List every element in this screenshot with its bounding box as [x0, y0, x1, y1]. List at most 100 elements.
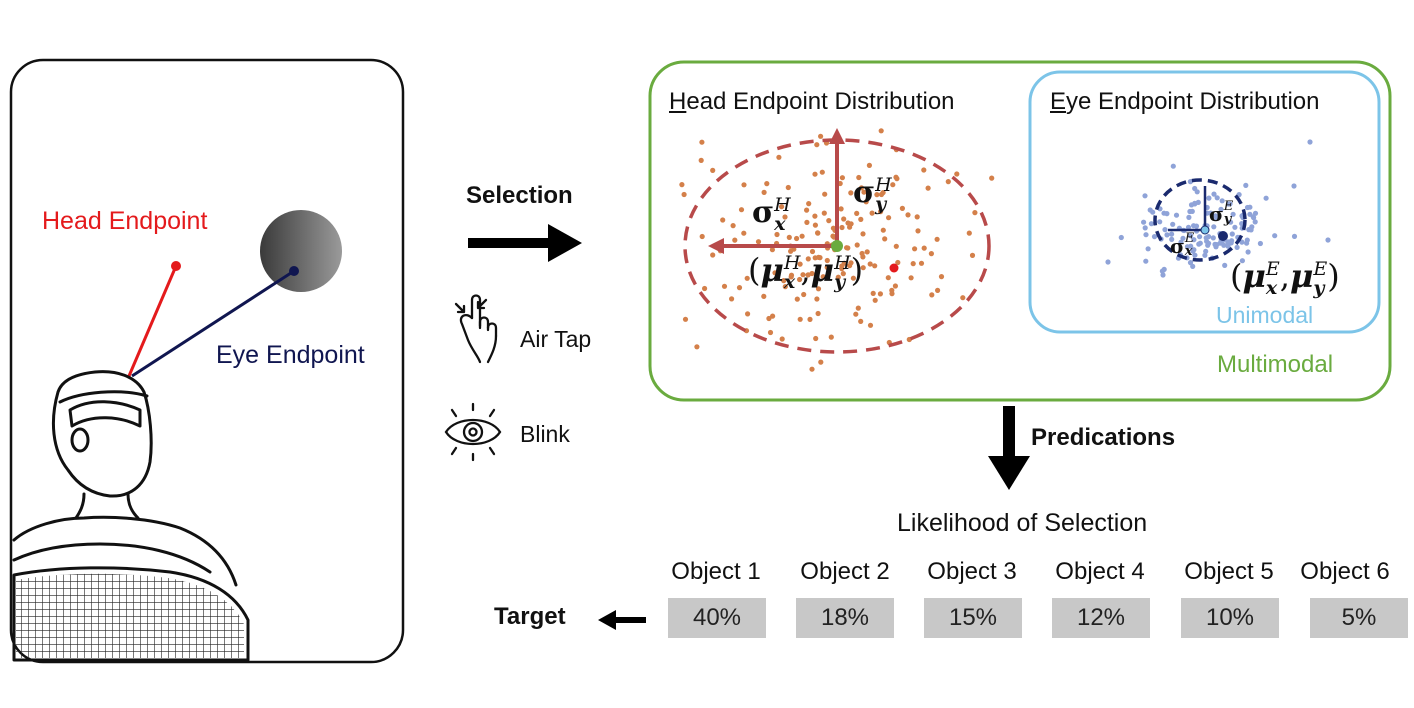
eye-endpoint-point [1234, 244, 1240, 250]
head-endpoint-point [918, 260, 925, 266]
head-endpoint-point [699, 233, 705, 240]
eye-endpoint-point [1192, 200, 1198, 206]
head-endpoint-point [847, 224, 853, 230]
head-endpoint-point [915, 228, 921, 234]
eye-endpoint-point [1247, 204, 1253, 210]
eye-endpoint-point [1208, 210, 1214, 216]
object-likelihood-box: 15% [924, 598, 1022, 638]
eye-endpoint-point [1164, 232, 1170, 238]
air-tap-hand-icon [454, 294, 498, 364]
eye-endpoint-point [1161, 210, 1167, 216]
target-label: Target [494, 603, 566, 630]
eye-endpoint-point [1185, 224, 1192, 230]
head-endpoint-point [878, 191, 885, 198]
head-endpoint-point [828, 334, 834, 340]
eye-title-rest: ye Endpoint Distribution [1066, 88, 1320, 115]
eye-endpoint-point [1148, 221, 1154, 227]
target-sphere-icon [260, 210, 342, 292]
object-name: Object 3 [927, 558, 1017, 585]
head-endpoint-point [860, 254, 866, 260]
head-endpoint-point [702, 285, 708, 292]
eye-endpoint-point [1141, 219, 1147, 225]
head-endpoint-point [813, 335, 819, 342]
eye-endpoint-point [1188, 233, 1194, 239]
object-name: Object 4 [1055, 558, 1145, 585]
eye-endpoint-point [1145, 246, 1151, 252]
head-endpoint-point [925, 185, 931, 191]
head-endpoint-point [848, 260, 854, 266]
head-endpoint-point [741, 230, 747, 236]
mu-symbol: μ [1289, 257, 1314, 295]
head-endpoint-point [745, 311, 751, 317]
head-endpoint-point [772, 270, 778, 276]
head-endpoint-point [929, 292, 935, 298]
mu-open: ( [1230, 257, 1243, 295]
head-endpoint-point [774, 231, 780, 238]
head-endpoint-point [867, 261, 873, 267]
eye-endpoint-point [1247, 211, 1253, 217]
eye-endpoint-point [1187, 179, 1193, 185]
head-endpoint-point [788, 272, 795, 278]
head-endpoint-point [797, 276, 803, 283]
mu-sup: E [1265, 258, 1280, 280]
head-endpoint-point [779, 336, 785, 342]
air-tap-label: Air Tap [520, 326, 592, 352]
head-endpoint-point [863, 199, 869, 205]
head-endpoint-point [874, 192, 880, 198]
head-endpoint-point [867, 322, 874, 328]
head-endpoint-point [864, 249, 870, 255]
object-name: Object 6 [1300, 558, 1390, 585]
eye-endpoint-point [1229, 231, 1235, 237]
sigma-sub: x [1184, 244, 1193, 259]
eye-endpoint-point [1211, 191, 1217, 197]
head-endpoint-point [794, 235, 800, 242]
eye-endpoint-point [1263, 195, 1269, 201]
head-endpoint-point [914, 214, 920, 220]
eye-endpoint-point [1211, 224, 1217, 230]
object-likelihood-box: 18% [796, 598, 894, 638]
eye-endpoint-dot [289, 266, 299, 276]
head-endpoint-point [954, 171, 960, 177]
head-distribution-ellipse [683, 138, 991, 354]
eye-endpoint-point [1225, 243, 1231, 249]
head-endpoint-point [905, 212, 911, 218]
sigma-symbol: σ [1209, 202, 1224, 226]
head-endpoint-point [797, 316, 803, 322]
eye-endpoint-point [1291, 233, 1298, 239]
sigma-sup: H [875, 174, 892, 196]
head-endpoint-point [804, 219, 810, 225]
head-endpoint-point [878, 128, 884, 134]
unimodal-label: Unimodal [1216, 302, 1314, 328]
eye-blink-icon [444, 402, 502, 462]
head-endpoint-point [839, 175, 846, 181]
head-endpoint-point [858, 318, 864, 324]
head-endpoint-point [935, 287, 941, 293]
head-endpoint-point [819, 169, 825, 175]
eye-endpoint-point [1325, 237, 1331, 243]
sigma-symbol: σ [752, 195, 775, 230]
sigma-sup: E [1184, 231, 1195, 246]
eye-endpoint-point [1243, 182, 1249, 188]
eye-endpoint-point [1228, 219, 1234, 225]
head-endpoint-point [806, 201, 812, 207]
object-name: Object 1 [671, 558, 761, 585]
head-endpoint-point [741, 182, 747, 188]
head-endpoint-point [809, 270, 815, 277]
mu-symbol: μ [1242, 257, 1266, 295]
head-endpoint-point [812, 213, 818, 219]
eye-endpoint-point [1192, 252, 1198, 258]
eye-endpoint-point [1184, 244, 1190, 250]
object-likelihood-box: 5% [1310, 598, 1408, 638]
eye-endpoint-point [1169, 236, 1175, 242]
mu-open: ( [748, 251, 761, 289]
eye-endpoint-point [1151, 234, 1158, 240]
eye-endpoint-point [1191, 247, 1197, 253]
chair-mesh [16, 573, 244, 658]
mu-symbol: μ [760, 251, 784, 289]
eye-endpoint-point [1202, 252, 1208, 258]
head-endpoint-point [885, 275, 891, 281]
